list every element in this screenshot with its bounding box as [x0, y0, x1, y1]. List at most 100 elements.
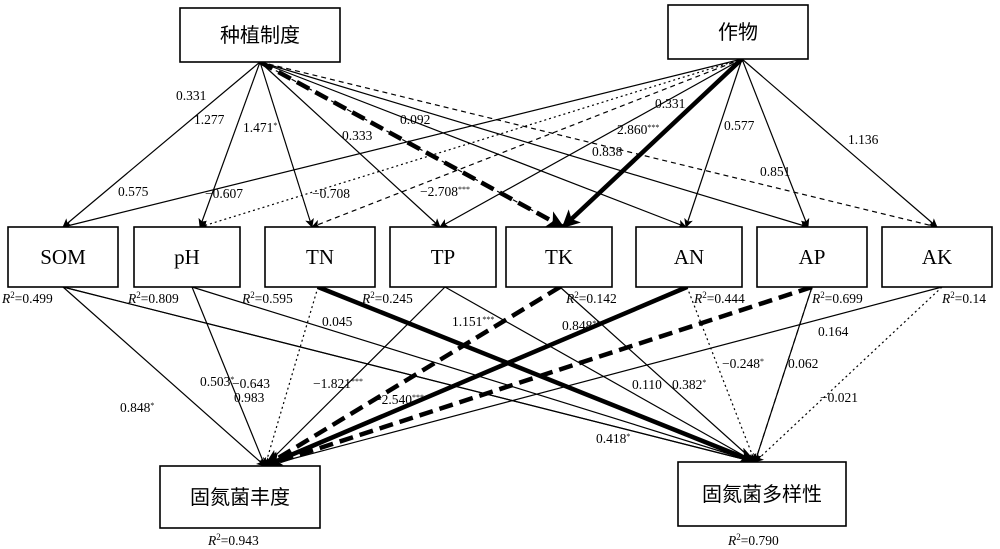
path-coefficient-crop-to-ak: 1.136 — [848, 132, 879, 147]
path-coefficients: 0.331 1.277 1.471* 0.333 0.092 0.838 0.851 0.57… — [118, 88, 879, 446]
path-coefficient-ph-to-abundance: 0.503* — [200, 374, 234, 389]
node-ap: AP — [756, 226, 868, 288]
r2-tp: R2=0.245 — [361, 290, 413, 306]
path-arrow-crop-to-tp — [439, 58, 743, 228]
path-coefficient-ap-to-diversity: 0.062 — [788, 356, 818, 371]
path-coefficient-tn-to-abundance: 0.983 — [234, 390, 265, 405]
path-arrow-an-to-abundance — [263, 284, 688, 469]
node-nfb-abundance-label: 固氮菌丰度 — [190, 485, 290, 509]
path-arrows — [62, 57, 943, 470]
path-arrow-tk-to-diversity — [559, 286, 756, 463]
path-arrow-ph-to-abundance — [191, 286, 267, 467]
r2-som: R2=0.499 — [1, 290, 53, 306]
node-an-label: AN — [674, 245, 704, 269]
path-arrow-cropping-to-ap — [259, 61, 809, 229]
path-coefficient-crop-to-an: 0.577 — [724, 118, 755, 133]
node-nfb-diversity: 固氮菌多样性 — [677, 461, 847, 527]
node-tp-label: TP — [431, 245, 456, 269]
path-arrow-crop-to-ph — [199, 58, 743, 229]
node-som-label: SOM — [40, 245, 86, 269]
r2-ak: R2=0.14 — [941, 290, 986, 306]
path-coefficient-tp-to-diversity: 0.110 — [632, 377, 662, 392]
path-arrow-tn-to-abundance — [262, 286, 319, 467]
path-coefficient-tp-to-abundance: −1.821*** — [313, 376, 363, 391]
node-cropping-system-label: 种植制度 — [220, 23, 300, 47]
path-coefficient-ph-to-diversity: −0.643 — [232, 376, 270, 391]
node-ak-label: AK — [922, 245, 952, 269]
path-arrow-crop-to-tn — [311, 58, 743, 229]
path-coefficient-an-to-diversity: 0.382* — [672, 377, 706, 392]
node-cropping-system: 种植制度 — [179, 7, 341, 63]
r2-nfb-abundance: R2=0.943 — [207, 532, 259, 548]
r2-ph: R2=0.809 — [127, 290, 179, 306]
path-coefficient-crop-to-tn: −0.708 — [312, 186, 350, 201]
node-nfb-abundance: 固氮菌丰度 — [159, 465, 321, 529]
path-coefficient-som-to-abundance: 0.848* — [120, 400, 154, 415]
path-arrow-som-to-diversity — [62, 286, 756, 465]
node-tk: TK — [505, 226, 613, 288]
node-crop: 作物 — [667, 4, 809, 60]
node-som: SOM — [7, 226, 119, 288]
path-coefficient-cropping-to-ak: 0.851 — [760, 164, 790, 179]
r2-ap: R2=0.699 — [811, 290, 863, 306]
path-arrow-ak-to-abundance — [264, 286, 943, 469]
node-crop-label: 作物 — [718, 20, 758, 44]
path-coefficient-cropping-to-ap: 0.838 — [592, 144, 623, 159]
path-coefficient-crop-to-tk: 2.860*** — [617, 122, 659, 137]
node-tk-label: TK — [545, 245, 573, 269]
path-arrow-an-to-diversity — [686, 286, 757, 463]
path-arrow-crop-to-tk — [561, 57, 744, 229]
node-nfb-diversity-label: 固氮菌多样性 — [702, 482, 822, 506]
node-tp: TP — [389, 226, 497, 288]
path-arrow-cropping-to-ak — [259, 61, 938, 230]
path-arrow-ph-to-diversity — [191, 286, 756, 464]
path-arrow-cropping-to-an — [259, 61, 687, 229]
path-coefficient-cropping-to-tp: 0.333 — [342, 128, 373, 143]
path-arrow-cropping-to-ph — [198, 61, 261, 228]
path-arrow-ap-to-diversity — [753, 286, 813, 463]
path-arrow-cropping-to-tp — [259, 61, 441, 228]
path-arrow-crop-to-ak — [741, 58, 938, 228]
path-coefficient-som-to-diversity: 0.418* — [596, 431, 630, 446]
path-coefficient-tn-to-diversity: 1.151*** — [452, 314, 494, 329]
path-arrow-crop-to-ap — [741, 58, 810, 228]
path-arrow-tp-to-diversity — [444, 286, 756, 463]
path-arrow-tn-to-diversity — [317, 284, 757, 465]
path-coefficient-crop-to-som: 0.575 — [118, 184, 149, 199]
path-coefficient-crop-to-tp: 0.331 — [655, 96, 685, 111]
path-arrow-cropping-to-tk — [259, 61, 564, 228]
node-tn: TN — [264, 226, 376, 288]
path-arrow-crop-to-an — [684, 58, 743, 228]
path-coefficient-cropping-to-som: 0.331 — [176, 88, 206, 103]
r2-tn: R2=0.595 — [241, 290, 293, 306]
node-an: AN — [635, 226, 743, 288]
path-coefficient-tk-to-diversity: 0.848*** — [562, 318, 604, 333]
path-arrow-tp-to-abundance — [264, 286, 446, 467]
path-arrow-som-to-abundance — [62, 286, 266, 467]
r2-nfb-diversity: R2=0.790 — [727, 532, 779, 548]
path-coefficient-som-to-diversity: 0.045 — [322, 314, 353, 329]
path-coefficient-ak-to-diversity: −0.021 — [820, 390, 858, 405]
path-coefficient-ap-to-diversity: −0.248* — [722, 356, 764, 371]
path-arrow-cropping-to-som — [62, 61, 261, 228]
path-arrow-ap-to-abundance — [263, 284, 813, 470]
node-ap-label: AP — [799, 245, 826, 269]
r2-an: R2=0.444 — [693, 290, 745, 306]
path-coefficient-tk-to-abundance: −2.540*** — [374, 392, 424, 407]
path-coefficient-cropping-to-an: 0.092 — [400, 112, 430, 127]
path-arrow-tk-to-abundance — [263, 285, 562, 468]
path-coefficient-crop-to-ph: −0.607 — [205, 186, 243, 201]
node-tn-label: TN — [306, 245, 334, 269]
node-ph-label: pH — [174, 245, 200, 269]
r2-tk: R2=0.142 — [565, 290, 617, 306]
path-arrow-cropping-to-tn — [259, 61, 314, 228]
node-ph: pH — [133, 226, 241, 288]
path-arrow-crop-to-som — [62, 58, 743, 230]
path-coefficient-cropping-to-ph: 1.277 — [194, 112, 225, 127]
path-coefficient-cropping-to-tn: 1.471* — [243, 120, 277, 135]
path-coefficient-cropping-to-tk: −2.708*** — [420, 184, 470, 199]
path-coefficient-ak-to-abundance: 0.164 — [818, 324, 849, 339]
node-ak: AK — [881, 226, 993, 288]
